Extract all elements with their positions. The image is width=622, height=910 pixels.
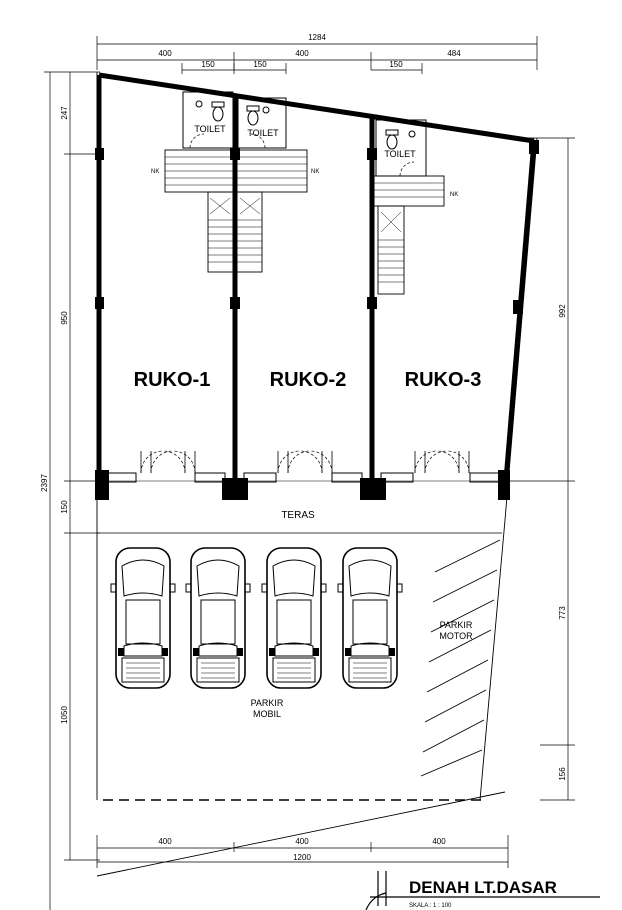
motor-parking-stripes	[420, 539, 501, 777]
ruko-1-label: RUKO-1	[134, 369, 211, 391]
car-1	[110, 547, 176, 689]
ruko-3-label: RUKO-3	[405, 369, 482, 391]
door-ruko-2b	[287, 450, 333, 474]
building-walls	[96, 72, 537, 493]
dim-left-seg-4: 1050	[60, 706, 69, 724]
drawing-title: DENAH LT.DASAR	[409, 878, 557, 897]
dim-bottom-seg-2: 400	[295, 837, 309, 846]
door-ruko-3	[414, 450, 460, 474]
car-4	[337, 547, 403, 689]
dim-top-sub-2: 150	[253, 60, 267, 69]
dim-top-seg-2: 400	[295, 49, 309, 58]
top-dimensions	[96, 36, 538, 74]
columns	[95, 140, 539, 500]
title-block	[365, 871, 600, 910]
parkir-mobil-label-2: MOBIL	[253, 709, 281, 719]
stair-treads-1	[165, 156, 307, 263]
drawing-scale: SKALA : 1 : 100	[409, 903, 452, 909]
door-ruko-1b	[150, 450, 196, 474]
toilet-label-2: TOILET	[247, 128, 279, 138]
nk-label-3: NK	[450, 192, 458, 198]
shop-front-walls	[103, 472, 501, 483]
door-ruko-1	[140, 450, 186, 474]
parkir-motor-label-2: MOTOR	[439, 631, 473, 641]
dim-left-total: 2397	[40, 474, 49, 492]
dim-top-seg-3: 484	[447, 49, 461, 58]
nk-label-2: NK	[311, 169, 319, 175]
left-dimensions	[44, 71, 100, 910]
dim-bottom-seg-1: 400	[158, 837, 172, 846]
right-dimensions	[505, 137, 575, 801]
dim-bottom-seg-3: 400	[432, 837, 446, 846]
toilet-label-3: TOILET	[384, 149, 416, 159]
dim-left-seg-2: 950	[60, 311, 69, 325]
parkir-mobil-label-1: PARKIR	[251, 698, 284, 708]
dim-right-seg-1: 992	[558, 304, 567, 318]
nk-label-1: NK	[151, 169, 159, 175]
ruko-2-label: RUKO-2	[270, 369, 347, 391]
dim-left-seg-1: 247	[60, 106, 69, 120]
car-2	[185, 547, 251, 689]
toilet-label-1: TOILET	[194, 124, 226, 134]
dim-top-sub-1: 150	[201, 60, 215, 69]
dim-right-seg-3: 156	[558, 767, 567, 781]
car-3	[261, 547, 327, 689]
dim-top-seg-1: 400	[158, 49, 172, 58]
parkir-motor-label-1: PARKIR	[440, 620, 473, 630]
door-ruko-3b	[424, 450, 470, 474]
stairs-ruko-3	[373, 175, 445, 295]
dim-bottom-total: 1200	[293, 853, 311, 862]
dim-top-sub-3: 150	[389, 60, 403, 69]
stair-treads-3	[374, 182, 444, 283]
dim-top-total: 1284	[308, 33, 326, 42]
site-boundary	[96, 72, 538, 877]
dim-right-seg-2: 773	[558, 606, 567, 620]
dim-left-seg-3: 150	[60, 500, 69, 514]
teras-label: TERAS	[281, 510, 315, 521]
door-ruko-2	[277, 450, 323, 474]
